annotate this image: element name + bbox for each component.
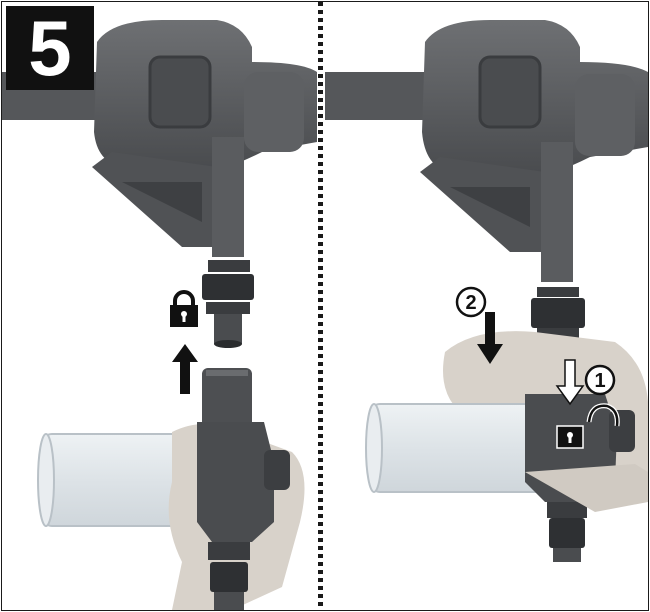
pressure-washer-gun: [325, 20, 648, 338]
left-panel: 5: [2, 2, 317, 610]
unlock-shackle-icon: [586, 403, 620, 427]
step-marker-1: 1: [584, 364, 616, 396]
dotted-divider: [318, 2, 323, 610]
foam-bottle-assembly: [365, 331, 648, 562]
step-marker-2-label: 2: [465, 292, 476, 314]
arrow-down-icon: [555, 359, 585, 406]
unlock-icon: [556, 425, 584, 449]
arrow-down-icon: [477, 312, 503, 364]
right-panel: 2 1: [325, 2, 648, 610]
step-marker-2: 2: [455, 286, 487, 318]
step-marker-1-label: 1: [594, 370, 605, 392]
step-number-badge: 5: [6, 6, 94, 90]
lock-icon: [170, 290, 198, 327]
foam-bottle-assembly: [37, 368, 305, 610]
arrow-up-icon: [172, 344, 198, 394]
pressure-washer-gun: [2, 20, 317, 348]
right-illustration: 2 1: [325, 20, 648, 562]
left-illustration: [2, 20, 317, 610]
